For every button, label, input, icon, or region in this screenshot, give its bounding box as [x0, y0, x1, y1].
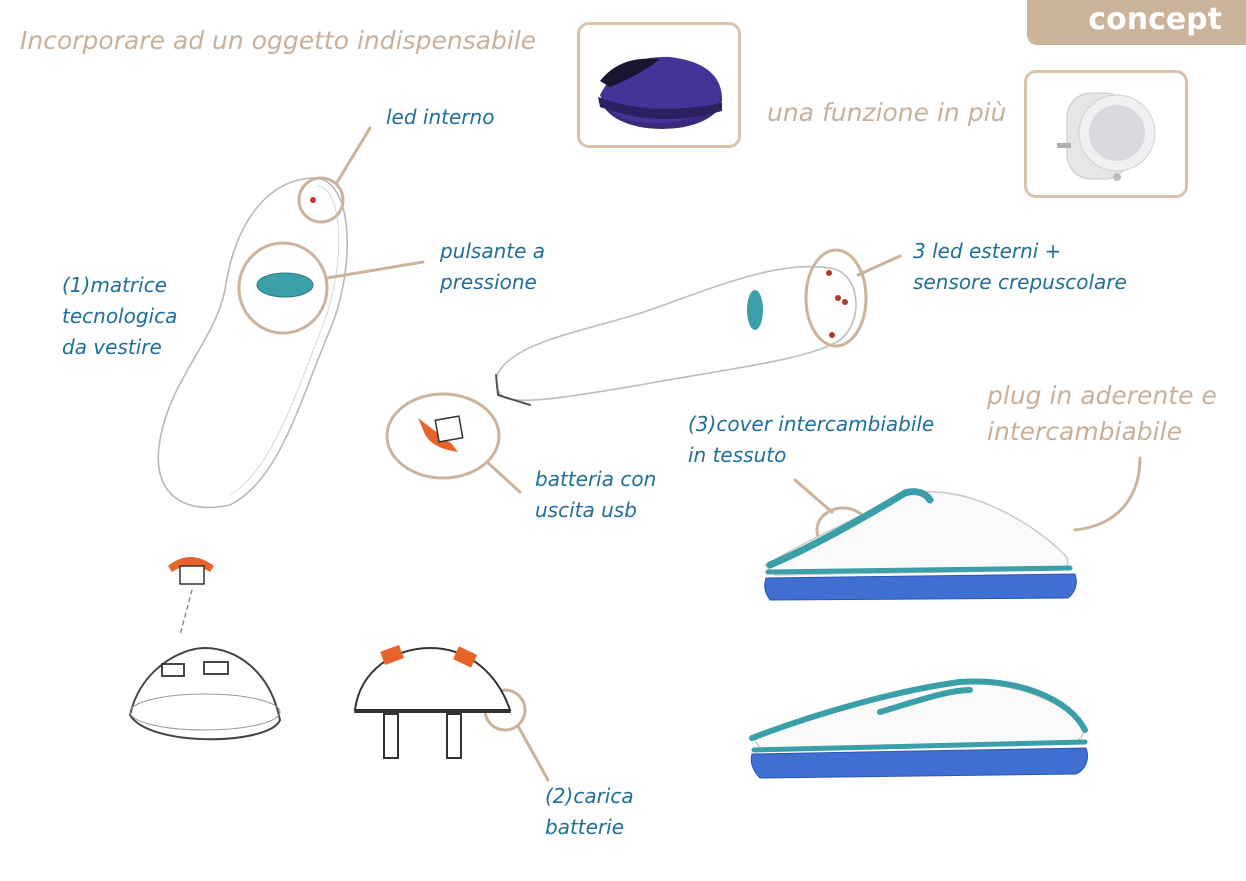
label-plug-line1: plug in aderente e	[987, 381, 1217, 410]
label-batteria-line2: uscita usb	[535, 498, 637, 522]
night-light-photo	[1024, 70, 1188, 198]
page-title: Incorporare ad un oggetto indispensabile	[20, 26, 537, 55]
blue-sole-bottom	[750, 747, 1089, 779]
cover-slipper-top	[763, 491, 1069, 576]
label-cover-line1: (3)cover intercambiabile	[688, 412, 935, 436]
slipper-photo	[577, 22, 741, 148]
label-plug-line2: intercambiabile	[987, 417, 1182, 446]
label-matrice-line2: tecnologica	[62, 304, 178, 328]
pressure-button-sketch	[256, 272, 314, 298]
sole-sketch	[495, 265, 857, 402]
subtitle: una funzione in più	[767, 98, 1007, 127]
concept-tab-label: concept	[1088, 2, 1222, 37]
label-matrice-line3: da vestire	[62, 335, 162, 359]
label-carica-line1: (2)carica	[545, 784, 634, 808]
label-pulsante-line1: pulsante a	[440, 239, 546, 263]
blue-sole-top	[764, 573, 1077, 601]
label-led-esterni-line1: 3 led esterni +	[913, 239, 1062, 263]
charger-plug	[353, 646, 512, 711]
label-led-esterni-line2: sensore crepuscolare	[913, 270, 1127, 294]
label-cover-line2: in tessuto	[688, 443, 787, 467]
label-matrice-line1: (1)matrice	[62, 273, 167, 297]
label-pulsante-line2: pressione	[440, 270, 537, 294]
insole-sketch	[157, 177, 348, 509]
label-batteria-line1: batteria con	[535, 467, 657, 491]
concept-tab: concept	[1027, 0, 1246, 45]
label-carica-line2: batterie	[545, 815, 625, 839]
label-led-interno: led interno	[386, 105, 495, 129]
